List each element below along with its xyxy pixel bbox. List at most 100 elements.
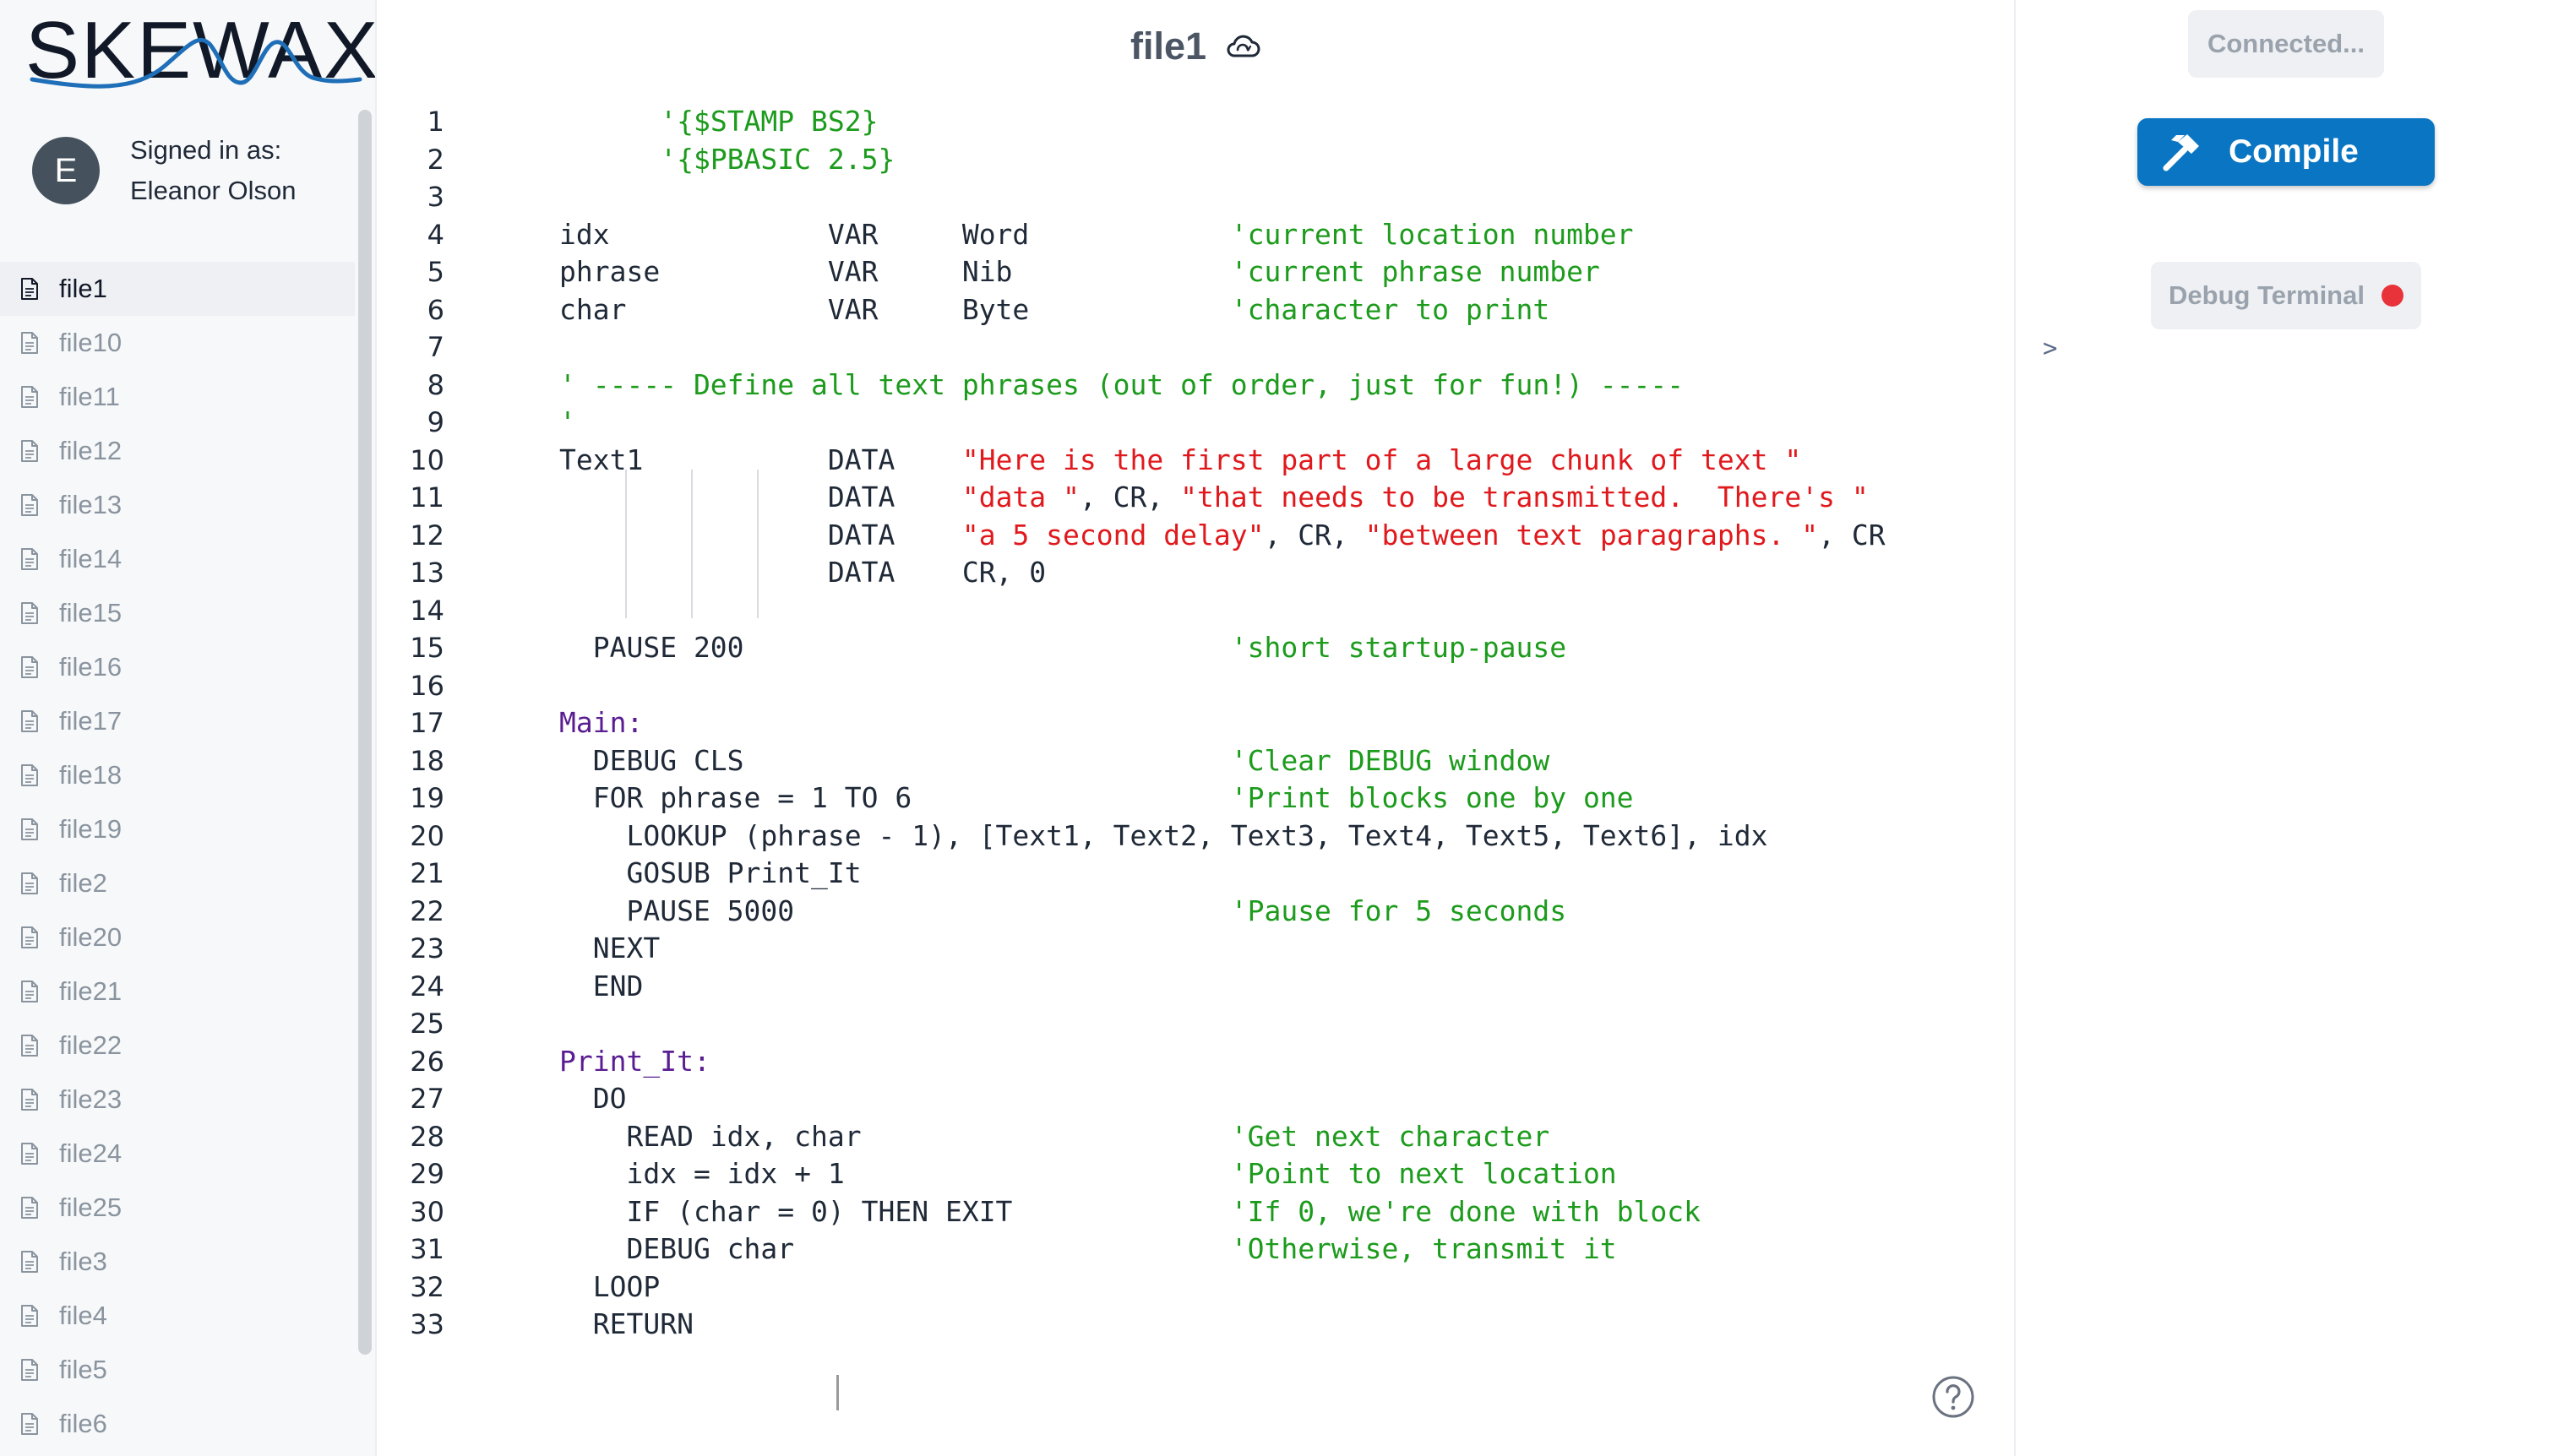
code-line[interactable]: 20 LOOKUP (phrase - 1), [Text1, Text2, T… [377, 818, 2014, 855]
file-item[interactable]: file14 [0, 532, 355, 586]
editor-title[interactable]: file1 [1130, 24, 1207, 68]
cloud-sync-icon[interactable] [1225, 33, 1260, 60]
code-line[interactable]: 14 [377, 592, 2014, 629]
file-item[interactable]: file3 [0, 1235, 355, 1289]
file-item[interactable]: file18 [0, 748, 355, 802]
line-number: 12 [410, 519, 444, 551]
file-item[interactable]: file22 [0, 1019, 355, 1073]
code-line[interactable]: 25 [377, 1005, 2014, 1042]
code-line[interactable]: 9' [377, 404, 2014, 441]
code-line[interactable]: 15 PAUSE 200 'short startup-pause [377, 629, 2014, 666]
code-line[interactable]: 33 RETURN [377, 1306, 2014, 1343]
code-line[interactable]: 7 [377, 329, 2014, 366]
code-line[interactable]: 21 GOSUB Print_It [377, 855, 2014, 892]
code-comment: 'current location number [1230, 217, 1634, 251]
code-comment: 'Get next character [1230, 1119, 1550, 1153]
file-icon [21, 1413, 38, 1435]
file-item[interactable]: file4 [0, 1289, 355, 1343]
line-number: 3 [427, 181, 444, 213]
file-item[interactable]: file16 [0, 640, 355, 694]
code-text: LOOP [559, 1269, 661, 1303]
file-item[interactable]: file12 [0, 424, 355, 478]
code-comment: 'Otherwise, transmit it [1230, 1232, 1617, 1265]
file-icon [21, 440, 38, 462]
code-line[interactable]: 29 idx = idx + 1 'Point to next location [377, 1155, 2014, 1193]
file-item[interactable]: file6 [0, 1397, 355, 1451]
file-label: file4 [59, 1301, 107, 1330]
file-item[interactable]: file25 [0, 1181, 355, 1235]
code-text: PAUSE 200 [559, 631, 1231, 664]
code-line[interactable]: 31 DEBUG char 'Otherwise, transmit it [377, 1231, 2014, 1268]
help-icon[interactable] [1931, 1375, 1975, 1419]
code-line[interactable]: 27 DO [377, 1080, 2014, 1117]
file-item[interactable]: file24 [0, 1127, 355, 1181]
code-line[interactable]: 23 NEXT [377, 930, 2014, 967]
user-name: Eleanor Olson [130, 176, 297, 205]
line-number: 1 [427, 106, 444, 138]
file-label: file3 [59, 1247, 107, 1276]
code-text: DO [559, 1082, 627, 1115]
compile-button[interactable]: Compile [2137, 118, 2435, 186]
sidebar: SKEWAX E Signed in as: Eleanor Olson fil… [0, 0, 377, 1456]
code-line[interactable]: 2 '{$PBASIC 2.5} [377, 141, 2014, 178]
code-line[interactable]: 16 [377, 667, 2014, 704]
code-line[interactable]: 13 DATA CR, 0 [377, 554, 2014, 591]
debug-terminal-button[interactable]: Debug Terminal [2151, 262, 2421, 329]
file-icon [21, 1305, 38, 1327]
file-label: file11 [59, 382, 120, 411]
code-line[interactable]: 19 FOR phrase = 1 TO 6 'Print blocks one… [377, 780, 2014, 817]
file-label: file18 [59, 760, 122, 790]
code-line[interactable]: 8' ----- Define all text phrases (out of… [377, 367, 2014, 404]
line-number: 20 [410, 819, 444, 852]
file-item[interactable]: file17 [0, 694, 355, 748]
file-item[interactable]: file1 [0, 262, 355, 316]
code-line[interactable]: 28 READ idx, char 'Get next character [377, 1118, 2014, 1155]
line-code: IF (char = 0) THEN EXIT 'If 0, we're don… [559, 1193, 1701, 1231]
code-comment: '{$STAMP BS2} [660, 105, 879, 138]
logo-wave-icon [30, 37, 362, 89]
line-number: 17 [410, 707, 444, 739]
code-line[interactable]: 30 IF (char = 0) THEN EXIT 'If 0, we're … [377, 1193, 2014, 1231]
file-item[interactable]: file5 [0, 1343, 355, 1397]
file-item[interactable]: file11 [0, 370, 355, 424]
code-text: , CR [1818, 518, 1886, 551]
line-number: 16 [410, 669, 444, 702]
file-item[interactable]: file10 [0, 316, 355, 370]
code-line[interactable]: 24 END [377, 968, 2014, 1005]
file-item[interactable]: file19 [0, 802, 355, 856]
connection-status-button[interactable]: Connected... [2188, 10, 2384, 78]
code-line[interactable]: 3 [377, 178, 2014, 215]
code-line[interactable]: 1 '{$STAMP BS2} [377, 103, 2014, 140]
file-item[interactable]: file15 [0, 586, 355, 640]
compile-label: Compile [2229, 133, 2359, 170]
file-icon [21, 818, 38, 840]
avatar[interactable]: E [32, 137, 100, 204]
file-item[interactable]: file23 [0, 1073, 355, 1127]
file-item[interactable]: file13 [0, 478, 355, 532]
code-line[interactable]: 11 DATA "data ", CR, "that needs to be t… [377, 479, 2014, 516]
code-string: "Here is the first part of a large chunk… [961, 443, 1802, 476]
code-comment: 'If 0, we're done with block [1230, 1194, 1701, 1228]
code-line[interactable]: 18 DEBUG CLS 'Clear DEBUG window [377, 742, 2014, 780]
file-item[interactable]: file21 [0, 964, 355, 1019]
line-code: DEBUG CLS 'Clear DEBUG window [559, 742, 1549, 780]
file-item[interactable]: file20 [0, 910, 355, 964]
code-text: Text1 DATA [559, 443, 962, 476]
file-item[interactable]: file2 [0, 856, 355, 910]
code-line[interactable]: 22 PAUSE 5000 'Pause for 5 seconds [377, 893, 2014, 930]
line-code: READ idx, char 'Get next character [559, 1118, 1549, 1155]
code-line[interactable]: 32 LOOP [377, 1269, 2014, 1306]
code-text: DATA [559, 481, 962, 513]
app-logo[interactable]: SKEWAX [25, 10, 375, 91]
code-line[interactable]: 12 DATA "a 5 second delay", CR, "between… [377, 517, 2014, 554]
file-label: file25 [59, 1193, 122, 1222]
sidebar-scrollbar[interactable] [358, 110, 372, 1355]
terminal-prompt[interactable]: > [2043, 334, 2058, 362]
